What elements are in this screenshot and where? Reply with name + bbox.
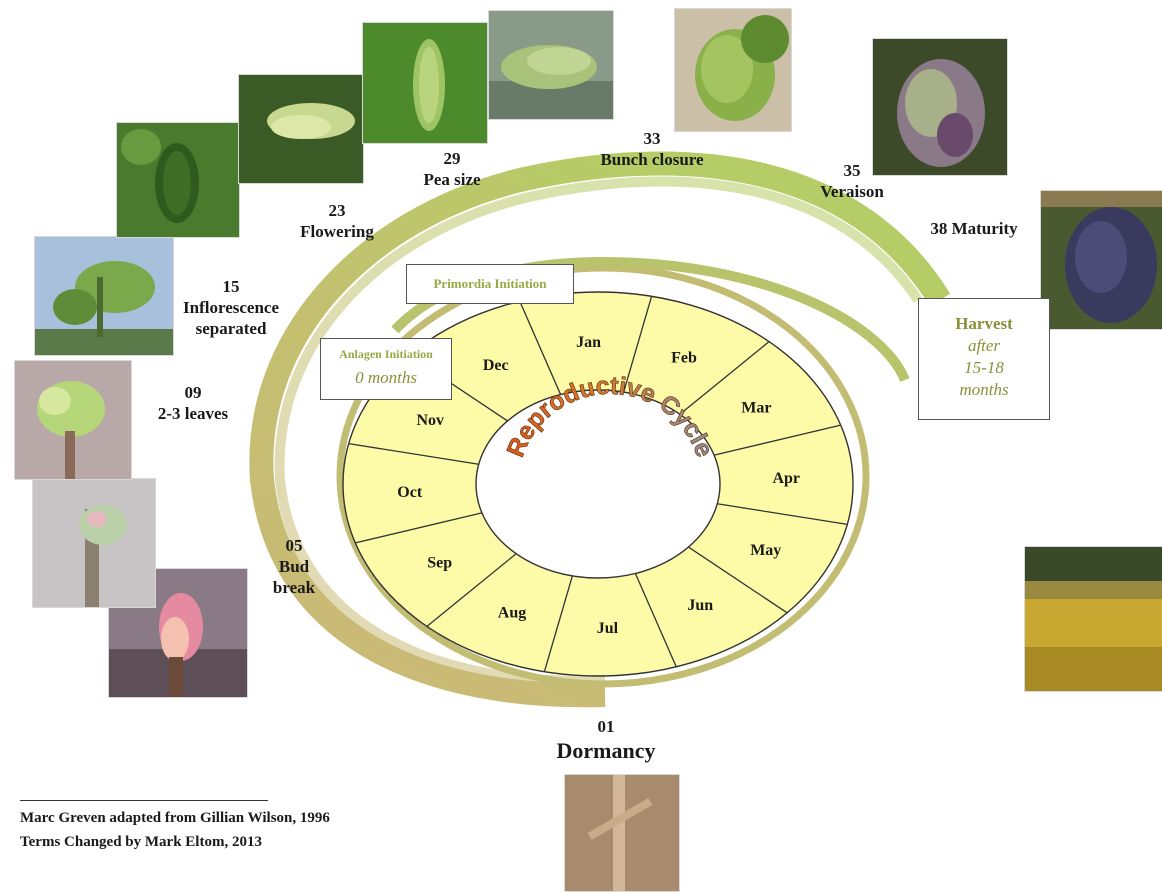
stage-bud-break: 05 Bud break — [272, 536, 316, 597]
month-divider — [623, 296, 653, 393]
month-divider — [426, 553, 517, 627]
flowering-photo — [238, 74, 364, 184]
month-divider — [717, 503, 848, 526]
month-divider — [519, 300, 562, 395]
pea-size-photo — [488, 10, 614, 120]
month-label: Aug — [498, 604, 526, 621]
inner-ring — [336, 264, 870, 688]
stage-dormancy: 01 Dormancy — [556, 717, 656, 763]
dormancy-photo — [564, 774, 680, 892]
month-label: Jan — [576, 334, 601, 351]
flowering-early-photo — [116, 122, 240, 238]
credit-line-1: Marc Greven adapted from Gillian Wilson,… — [20, 810, 330, 826]
veraison-photo — [872, 38, 1008, 176]
stage-pea-size: 29 Pea size — [423, 149, 481, 189]
month-label: Feb — [671, 350, 697, 367]
month-divider — [688, 546, 788, 614]
stage-maturity: 38 Maturity — [930, 219, 1018, 238]
credit-divider — [20, 800, 268, 801]
month-label: Nov — [416, 412, 444, 429]
month-label: Dec — [483, 357, 509, 374]
maturity-photo — [1040, 190, 1162, 330]
month-label: Apr — [772, 470, 800, 487]
harvest-box: Harvest after 15-18 months — [918, 298, 1050, 420]
stage-leaves: 09 2-3 leaves — [157, 383, 229, 423]
outer-ring-inner-edge — [274, 176, 923, 686]
stage-veraison: 35 Veraison — [820, 161, 884, 201]
month-label: Jul — [597, 620, 619, 637]
woolly-bud-photo — [32, 478, 156, 608]
month-divider — [355, 512, 483, 544]
month-label: Mar — [741, 399, 771, 416]
month-label: May — [750, 542, 781, 559]
month-divider — [713, 424, 841, 456]
month-divider — [679, 341, 770, 415]
month-label: Oct — [397, 484, 423, 501]
leaves-photo — [14, 360, 132, 480]
credit-line-2: Terms Changed by Mark Eltom, 2013 — [20, 834, 262, 850]
vineyard-photo — [1024, 546, 1162, 692]
stage-bunch-closure: 33 Bunch closure — [600, 129, 704, 169]
primordia-initiation-box: Primordia Initiation — [406, 264, 574, 304]
month-divider — [634, 573, 677, 668]
month-label: Sep — [427, 555, 452, 572]
bunch-closure-photo — [674, 8, 792, 132]
outer-stage-ring — [249, 151, 951, 708]
month-divider — [348, 442, 479, 465]
pea-size-early-photo — [362, 22, 488, 144]
month-divider — [543, 575, 573, 672]
stage-flowering: 23 Flowering — [300, 201, 374, 241]
bud-break-photo — [108, 568, 248, 698]
anlagen-initiation-box: Anlagen Initiation 0 months — [320, 338, 452, 400]
month-label: Jun — [687, 597, 713, 614]
month-wheel-center — [475, 389, 721, 579]
inflorescence-photo — [34, 236, 174, 356]
stage-inflorescence: 15 Inflorescence separated — [183, 277, 279, 338]
